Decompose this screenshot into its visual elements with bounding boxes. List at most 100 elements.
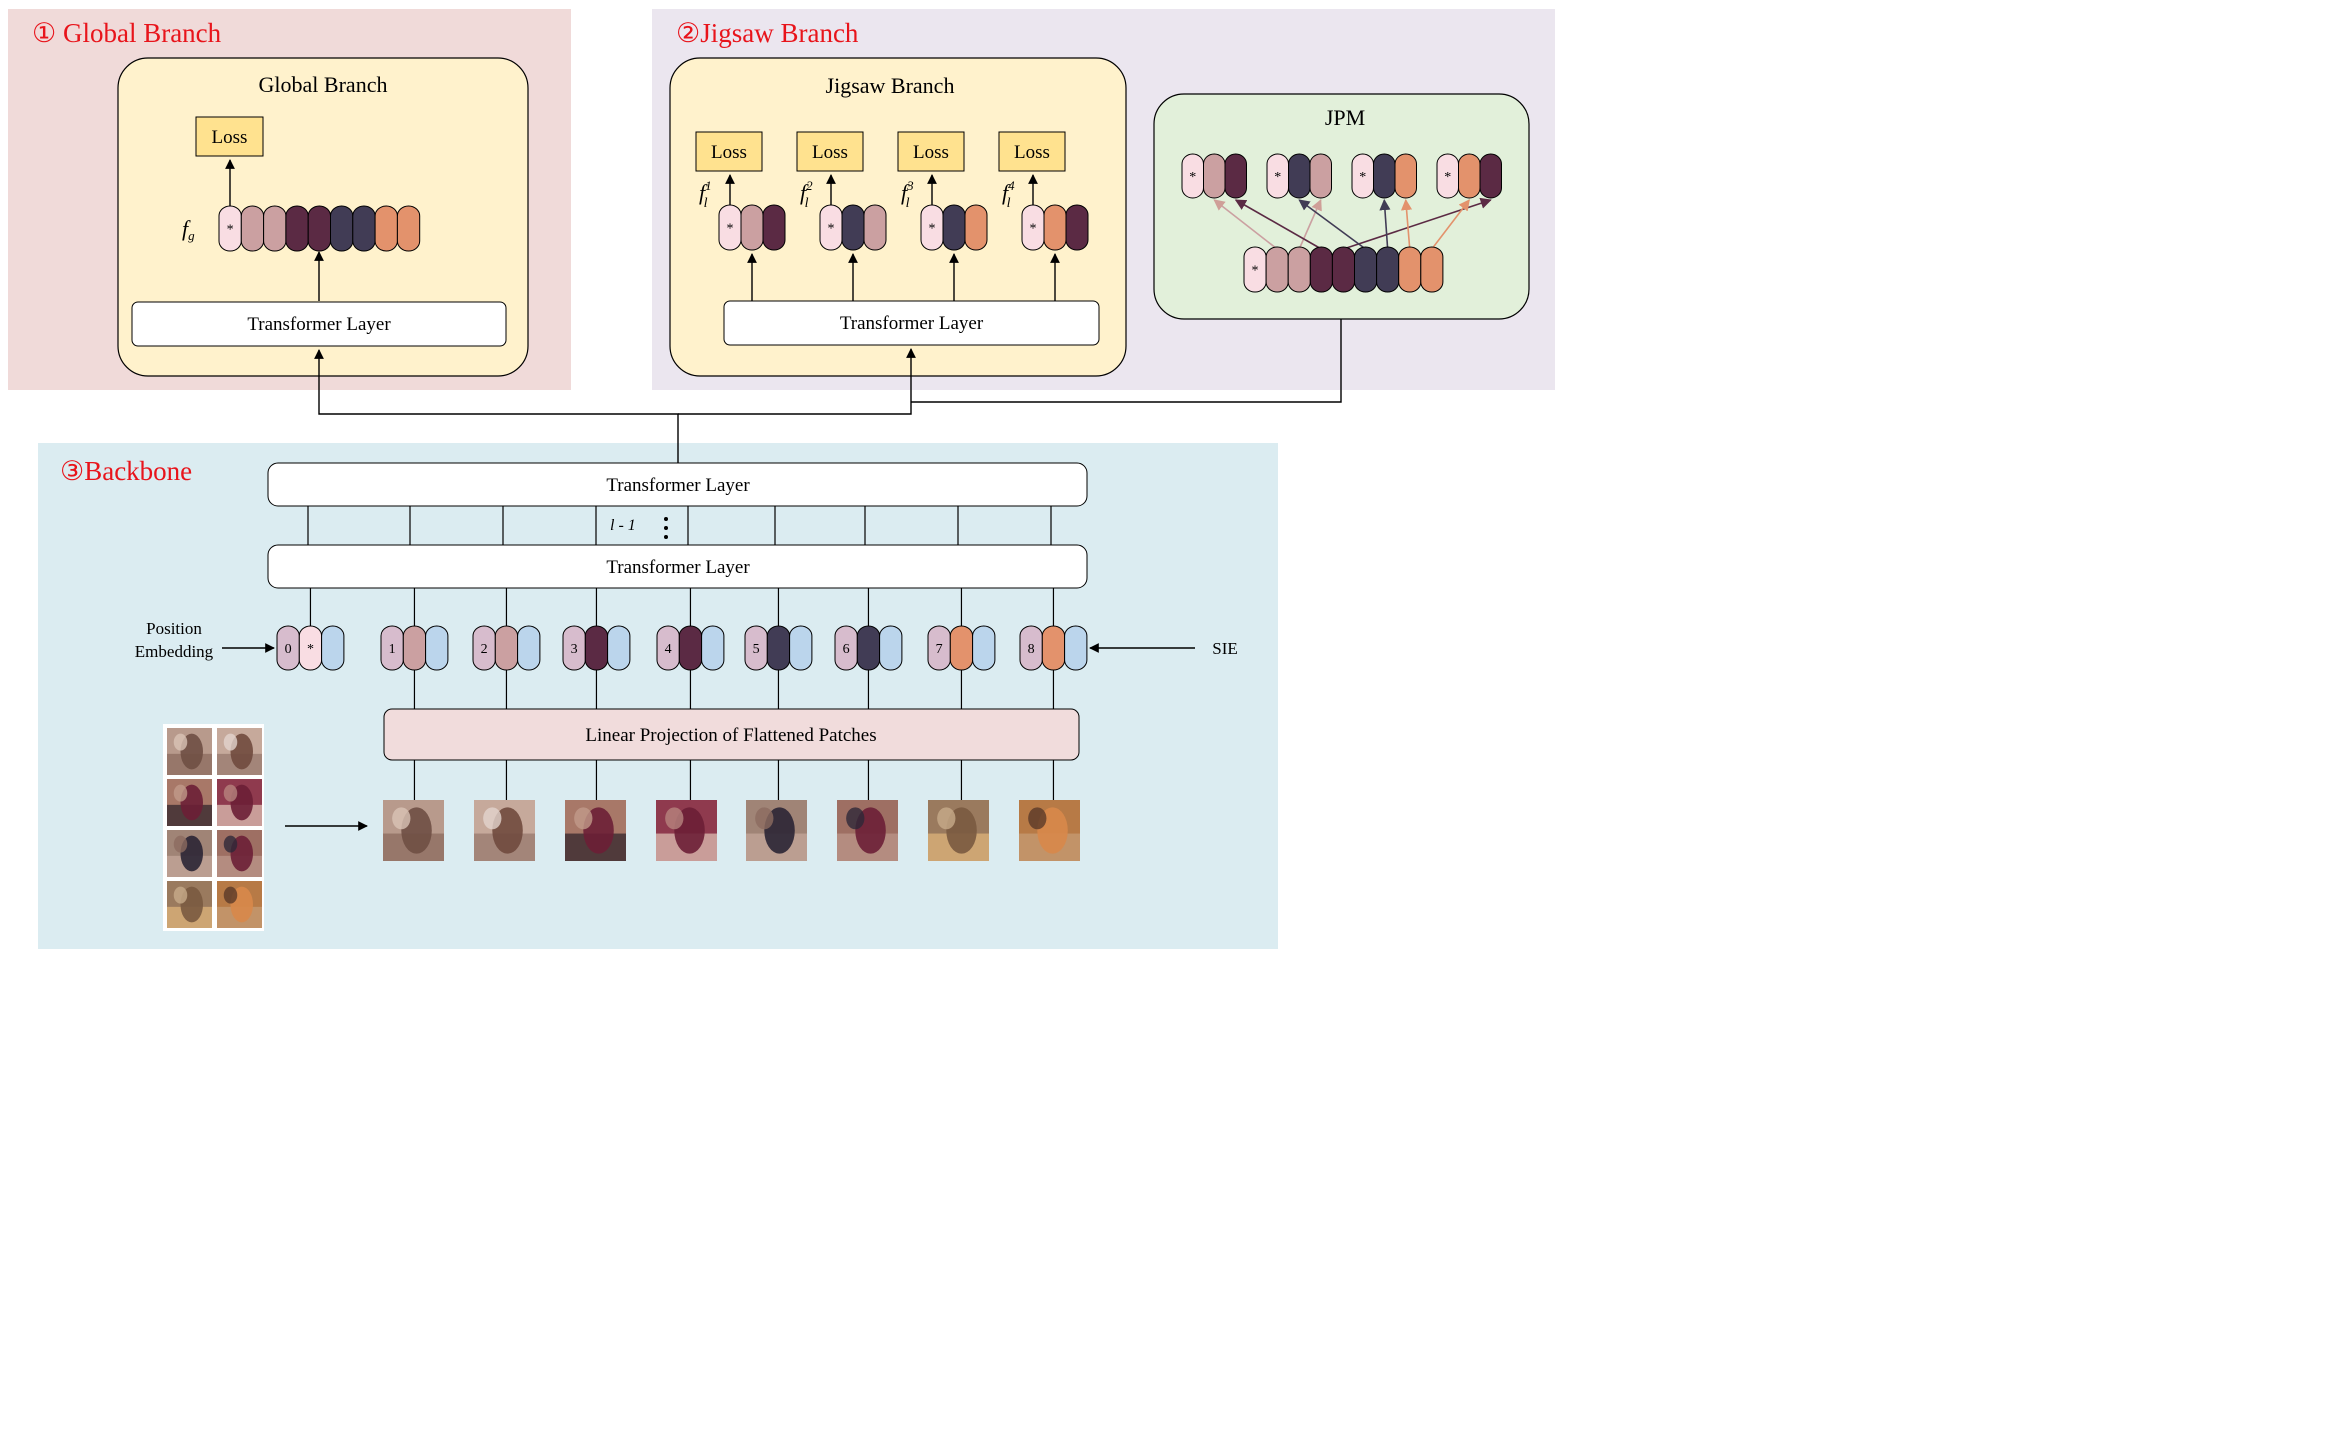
global-branch: Global Branch Loss fg * Transformer Laye… [117, 57, 529, 377]
backbone-bottom-transformer-layer [267, 544, 1088, 589]
jigsaw-transformer-layer [723, 300, 1100, 346]
patch-token-2 [494, 625, 519, 671]
flattened-patch-2 [474, 800, 535, 861]
jpm-input-token-5 [1354, 246, 1378, 293]
backbone-section-heading: ③Backbone [60, 456, 192, 486]
flattened-patch-7 [928, 800, 989, 861]
position-token-6-label: 6 [843, 642, 850, 657]
position-token-8-label: 8 [1028, 642, 1035, 657]
backbone-wires [307, 506, 1052, 545]
input-patch-7 [167, 881, 212, 928]
linear-projection-label: Linear Projection of Flattened Patches [585, 725, 876, 746]
flattened-patch-6 [837, 800, 898, 861]
jpm-group-2-token-1 [1288, 153, 1311, 199]
input-patch-5 [167, 830, 212, 877]
jpm-input-token-8 [1420, 246, 1444, 293]
global-token-6 [352, 205, 376, 252]
jigsaw-head-2-token-0-label: * [828, 222, 835, 237]
jpm-group-2-token-0-label: * [1274, 170, 1281, 185]
jigsaw-head-4-token-0-label: * [1030, 222, 1037, 237]
embedded-token-3: 3 [562, 588, 631, 800]
global-token-7 [374, 205, 398, 252]
branch-connectors [314, 319, 1342, 463]
jpm-group-4-token-0-label: * [1444, 170, 1451, 185]
global-token-group: * [218, 205, 421, 252]
backbone-top-transformer-layer [267, 462, 1088, 507]
jpm-to-jigsaw-line [911, 319, 1342, 403]
repeat-count-label: l - 1 [610, 517, 636, 534]
jigsaw-loss-box-1 [695, 131, 763, 172]
global-token-4 [307, 205, 332, 252]
global-section-heading: ① Global Branch [32, 18, 222, 48]
input-patch-4 [217, 779, 262, 826]
jpm-module: JPM * * * * * [1153, 93, 1530, 320]
jpm-input-token-4 [1331, 246, 1356, 293]
global-transformer-layer [131, 301, 507, 347]
jpm-group-1-token-1 [1203, 153, 1226, 199]
jpm-group-3-token-2 [1394, 153, 1417, 199]
embedded-token-4: 4 [656, 588, 725, 800]
patch-token-4 [678, 625, 703, 671]
jigsaw-head-2-token-1 [841, 204, 865, 251]
jpm-group-1-token-2 [1224, 153, 1247, 199]
jigsaw-head-3-token-0-label: * [929, 222, 936, 237]
jigsaw-head-1-token-2 [762, 204, 786, 251]
global-token-3 [285, 205, 309, 252]
position-embedding-label-line2: Embedding [135, 642, 214, 661]
jpm-input-token-0-label: * [1252, 264, 1259, 279]
patch-token-6 [856, 625, 881, 671]
sie-token-3 [607, 625, 631, 671]
jpm-title: JPM [1325, 105, 1365, 130]
jpm-group-1-token-0-label: * [1189, 170, 1196, 185]
jigsaw-transformer-label: Transformer Layer [840, 313, 984, 334]
embedded-token-0: 0* [276, 588, 345, 671]
global-loss-box [195, 116, 264, 157]
diagram: ① Global Branch ②Jigsaw Branch ③Backbone… [0, 0, 1565, 963]
jpm-group-4-token-1 [1458, 153, 1481, 199]
input-patch-6 [217, 830, 262, 877]
jigsaw-head-1-token-0-label: * [727, 222, 734, 237]
jpm-group-3-token-1 [1373, 153, 1396, 199]
input-patch-1 [167, 728, 212, 775]
position-token-7-label: 7 [936, 642, 943, 657]
patch-token-5 [766, 625, 791, 671]
global-token-2 [263, 205, 287, 252]
jpm-arrow-5-1 [1298, 199, 1367, 250]
sie-token-6 [879, 625, 903, 671]
flattened-patch-5 [746, 800, 807, 861]
backbone-to-jigsaw-arrow [678, 348, 916, 415]
input-patch-8 [217, 881, 262, 928]
jigsaw-head-4-token-2 [1065, 204, 1089, 251]
sie-token-7 [972, 625, 996, 671]
embedded-token-8: 8 [1019, 588, 1088, 800]
vertical-ellipsis [664, 517, 668, 539]
jpm-arrow-1-0 [1213, 199, 1278, 250]
input-image [163, 724, 264, 931]
sie-token-0 [321, 625, 345, 671]
input-image-patches [167, 728, 262, 928]
embedded-token-6: 6 [834, 588, 903, 800]
patch-token-3 [584, 625, 609, 671]
position-token-3-label: 3 [571, 642, 578, 657]
sie-label: SIE [1212, 639, 1238, 658]
jpm-group-3-token-0-label: * [1359, 170, 1366, 185]
jigsaw-loss-box-3 [897, 131, 965, 172]
position-token-2-label: 2 [481, 642, 488, 657]
sie-token-1 [425, 625, 449, 671]
jigsaw-branch-title: Jigsaw Branch [826, 73, 955, 98]
jigsaw-head-2-token-2 [863, 204, 887, 251]
flattened-patch-4 [656, 800, 717, 861]
jigsaw-section-heading: ②Jigsaw Branch [676, 18, 859, 48]
jigsaw-loss-label-1: Loss [711, 142, 747, 163]
jpm-input-token-2 [1287, 246, 1311, 293]
jpm-arrow-3-0 [1234, 199, 1322, 250]
global-token-1 [240, 205, 265, 252]
